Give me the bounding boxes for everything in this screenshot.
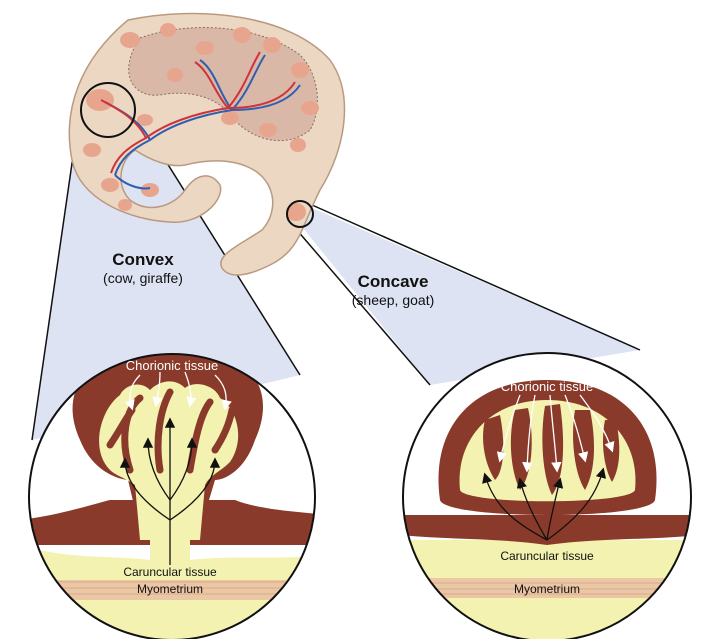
cotyledons	[83, 23, 319, 221]
convex-arrows-caruncular	[119, 417, 221, 565]
concave-subtitle: (sheep, goat)	[352, 292, 435, 308]
concave-myometrium-label: Myometrium	[514, 582, 580, 596]
concave-placentome: Chorionic tissue Caruncular tissue Myome…	[402, 352, 692, 639]
concave-arrows-chorionic	[496, 394, 615, 473]
blood-vessels	[100, 51, 301, 190]
convex-caruncular-label: Caruncular tissue	[123, 565, 217, 579]
convex-title: Convex	[112, 250, 174, 269]
magnifier-ring-right	[286, 200, 314, 228]
concave-title: Concave	[358, 272, 429, 291]
uterus-illustration	[68, 12, 346, 276]
zoom-wedge-right	[289, 204, 641, 386]
convex-chorionic-label: Chorionic tissue	[126, 358, 219, 373]
magnifier-ring-left	[80, 82, 136, 138]
concave-arrows-caruncular	[482, 467, 607, 541]
convex-placentome: Chorionic tissue Caruncular tissue Myome…	[28, 353, 316, 639]
myometrium-band-left	[29, 580, 315, 600]
concave-chorionic-label: Chorionic tissue	[501, 379, 594, 394]
convex-subtitle: (cow, giraffe)	[103, 270, 183, 286]
concave-caruncular-label: Caruncular tissue	[500, 549, 594, 563]
convex-arrows-chorionic	[124, 371, 232, 411]
convex-myometrium-label: Myometrium	[137, 582, 203, 596]
